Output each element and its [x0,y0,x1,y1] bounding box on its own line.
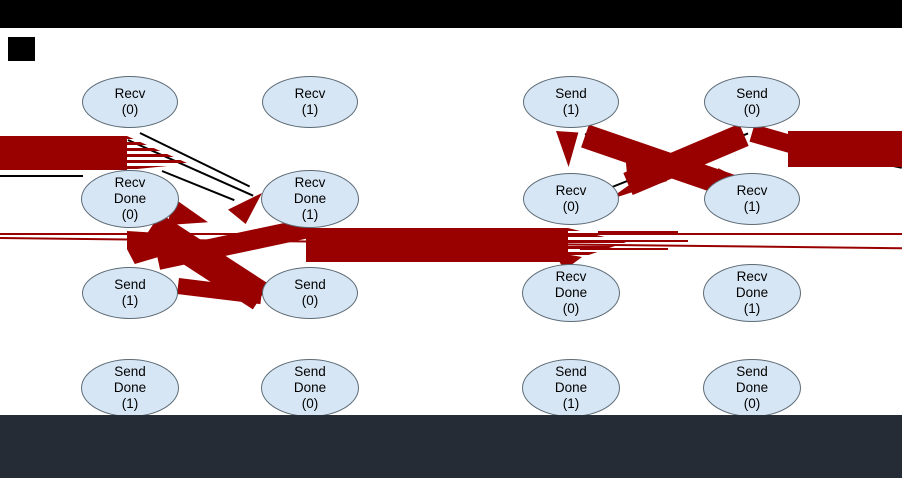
node-r1c2-recv-1: Recv(1) [262,76,358,128]
node-label-line: Send [114,364,146,379]
node-label-line: Done [735,380,769,395]
node-label-line: Recv [114,175,146,190]
node-label-line: Recv [294,85,326,101]
node-label-line: Done [554,285,588,300]
node-label-line: Done [293,191,327,206]
node-label-line: Done [113,191,147,206]
node-label-line: Done [293,380,327,395]
thin-red-edge [598,231,678,233]
edge-right-band [788,131,902,167]
node-label-line: Send [294,276,326,292]
node-label-line: (1) [743,301,761,316]
node-label-line: Recv [555,269,587,284]
node-label-line: Recv [555,182,587,198]
node-label-line: (0) [743,396,761,411]
node-label-line: Recv [736,182,768,198]
top-black-bar [0,0,902,28]
node-label-line: (0) [121,207,139,222]
node-label-line: (1) [562,102,580,117]
node-label-line: Done [554,380,588,395]
node-label-line: (0) [562,301,580,316]
node-label-line: Send [114,276,146,292]
bottom-dark-bar [0,415,902,478]
hatch-line [0,175,83,177]
node-label-line: Send [736,364,768,379]
edge-arrowhead-recv-done-1 [228,192,262,224]
node-label-line: (1) [301,102,319,117]
node-label-line: Recv [114,85,146,101]
node-label-line: Done [113,380,147,395]
node-label-line: (1) [301,207,319,222]
node-label-line: Recv [294,175,326,190]
node-label-line: (0) [743,102,761,117]
node-r3c2-send-0: Send(0) [262,267,358,319]
node-r1c1-recv-0: Recv(0) [82,76,178,128]
node-label-line: (0) [121,102,139,117]
node-r2c4-recv-1: Recv(1) [704,173,800,225]
node-label-line: (0) [562,199,580,214]
node-label-line: (0) [301,396,319,411]
node-label-line: Send [736,85,768,101]
node-label-line: (1) [121,293,139,308]
node-label-line: (1) [121,396,139,411]
node-r1c4-send-0: Send(0) [704,76,800,128]
node-label-line: Recv [736,269,768,284]
edge-left-band [0,136,127,170]
top-left-black-square [8,37,35,61]
thin-red-edge [580,248,668,250]
edge-middle-band [306,228,568,262]
node-label-line: (0) [301,293,319,308]
node-r1c3-send-1: Send(1) [523,76,619,128]
node-label-line: (1) [743,199,761,214]
node-label-line: Send [555,85,587,101]
node-label-line: Done [735,285,769,300]
node-label-line: Send [555,364,587,379]
node-label-line: (1) [562,396,580,411]
node-r2c3-recv-0: Recv(0) [523,173,619,225]
node-r3c1-send-1: Send(1) [82,267,178,319]
thin-red-edge [588,240,688,242]
edge-small-down-arrow [556,131,579,167]
node-label-line: Send [294,364,326,379]
